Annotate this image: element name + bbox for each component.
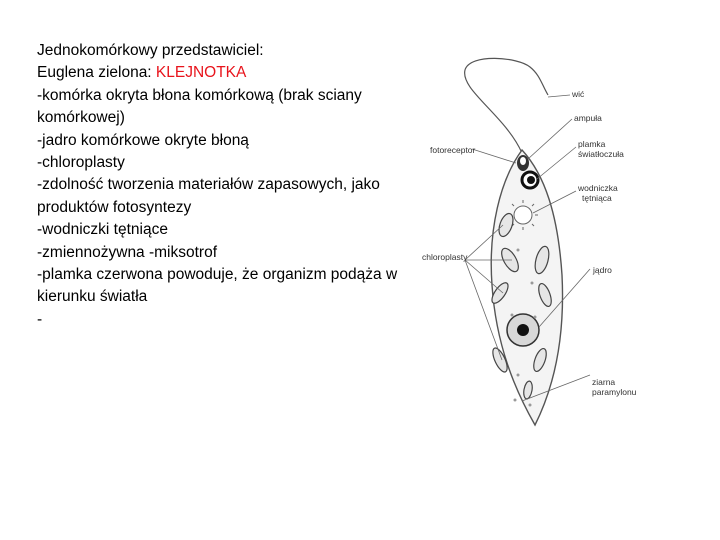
label-swiatloczula: światłoczuła (578, 149, 624, 159)
label-fotoreceptor: fotoreceptor (430, 145, 476, 155)
text-block: Jednokomórkowy przedstawiciel: Euglena z… (37, 40, 427, 331)
bullet-line: -zmiennożywna -miksotrof (37, 242, 427, 264)
euglena-svg: wić ampuła fotoreceptor plamka światłocz… (400, 55, 660, 435)
highlight-klejnotka: KLEJNOTKA (156, 64, 246, 81)
label-jadro: jądro (592, 265, 612, 275)
label-wic: wić (571, 89, 585, 99)
bullet-line: -chloroplasty (37, 152, 427, 174)
slide-heading: Jednokomórkowy przedstawiciel: (37, 40, 427, 62)
euglena-diagram: wić ampuła fotoreceptor plamka światłocz… (400, 55, 660, 435)
eyespot-core (527, 176, 535, 184)
intro-prefix: Euglena zielona: (37, 64, 156, 81)
label-ziarna: ziarna (592, 377, 615, 387)
bullet-line: - (37, 309, 427, 331)
bullet-line: -wodniczki tętniące (37, 219, 427, 241)
bullet-line: -plamka czerwona powoduje, że organizm p… (37, 264, 427, 309)
label-plamka: plamka (578, 139, 606, 149)
bullet-line: -komórka okryta błona komórkową (brak sc… (37, 85, 427, 130)
label-wodniczka: wodniczka (577, 183, 618, 193)
bullet-line: -zdolność tworzenia materiałów zapasowyc… (37, 174, 427, 219)
ampulla-inner (520, 157, 526, 165)
bullet-line: -jadro komórkowe okryte błoną (37, 130, 427, 152)
label-chloroplasty: chloroplasty (422, 252, 468, 262)
flagellum (465, 58, 548, 153)
label-paramylonu: paramylonu (592, 387, 637, 397)
label-ampula: ampuła (574, 113, 602, 123)
nucleus (507, 314, 539, 346)
label-tetniaca: tętniąca (582, 193, 612, 203)
intro-line: Euglena zielona: KLEJNOTKA (37, 62, 427, 84)
